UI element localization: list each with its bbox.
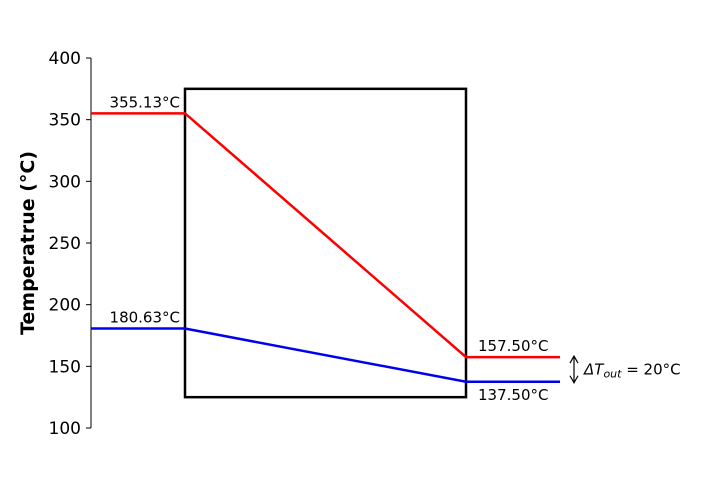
delta-t-subscript: out [603,367,622,380]
y-tick-label: 350 [49,111,81,131]
hot-stream-line [91,112,560,359]
y-tick-label: 100 [49,419,81,439]
y-tick-label: 150 [49,357,81,377]
y-tick-label: 250 [49,234,81,254]
y-axis-label: Temperatrue (°C) [17,151,39,335]
delta-t-out-label: ΔTout = 20°C [583,360,681,380]
cold-outlet-temp-label: 137.50°C [478,386,548,404]
y-ticks: 100 150 200 250 300 350 400 [49,49,91,439]
cold-inlet-temp-label: 180.63°C [110,309,180,327]
y-tick-label: 200 [49,296,81,316]
hot-outlet-temp-label: 157.50°C [478,337,548,355]
heat-exchanger-box [183,87,468,399]
cold-stream-line [91,327,560,383]
delta-t-suffix: = 20°C [621,360,680,378]
delta-t-arrow [569,354,579,384]
y-tick-label: 400 [49,49,81,69]
hot-inlet-temp-label: 355.13°C [110,93,180,111]
delta-t-prefix: ΔT [583,360,605,378]
y-tick-label: 300 [49,172,81,192]
